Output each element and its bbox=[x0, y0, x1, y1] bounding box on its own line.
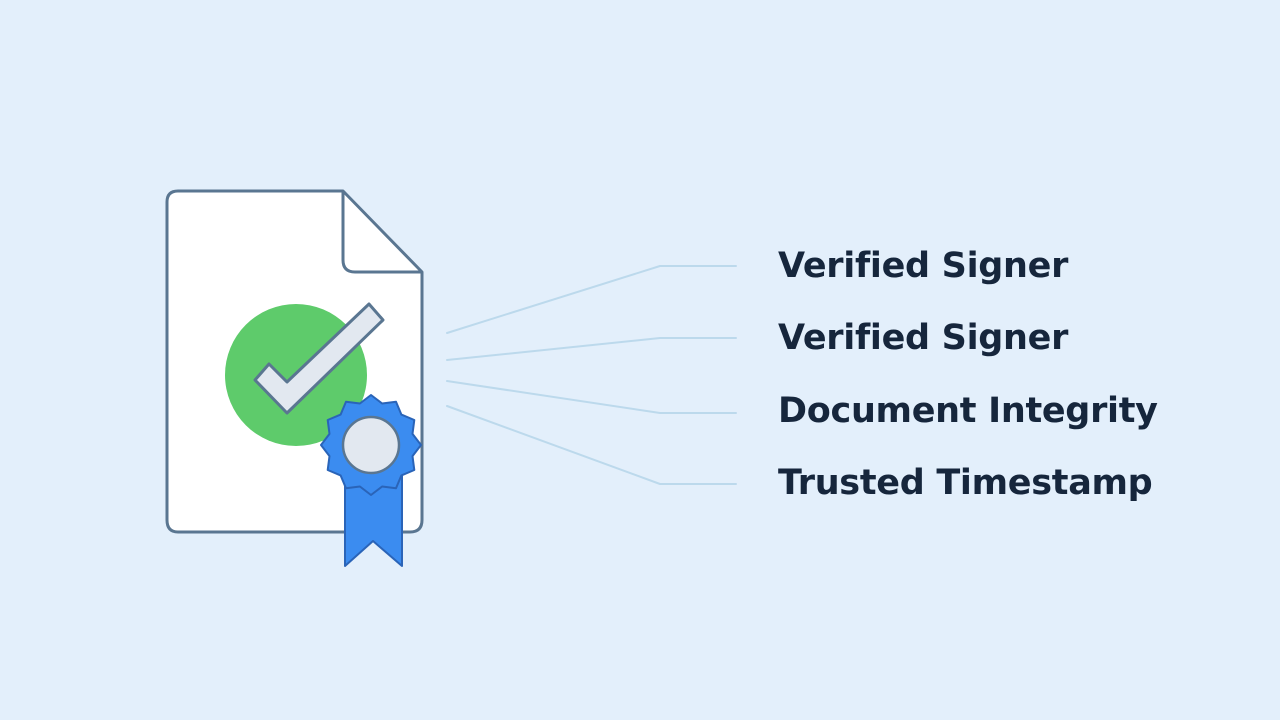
check-circle-icon bbox=[225, 302, 385, 446]
feature-label-document-integrity: Document Integrity bbox=[778, 391, 1158, 431]
feature-label-verified-signer-2: Verified Signer bbox=[778, 318, 1069, 358]
connector-line-2 bbox=[446, 337, 737, 361]
connector-lines bbox=[446, 265, 737, 485]
award-ribbon-icon bbox=[320, 394, 422, 567]
document-fold-corner bbox=[341, 191, 422, 274]
check-mark bbox=[253, 302, 385, 415]
badge-center bbox=[341, 415, 401, 475]
feature-label-trusted-timestamp: Trusted Timestamp bbox=[778, 463, 1153, 503]
connector-line-3 bbox=[446, 380, 737, 414]
connector-line-1 bbox=[446, 265, 737, 334]
connector-line-4 bbox=[446, 405, 737, 485]
feature-label-verified-signer: Verified Signer bbox=[778, 246, 1069, 286]
